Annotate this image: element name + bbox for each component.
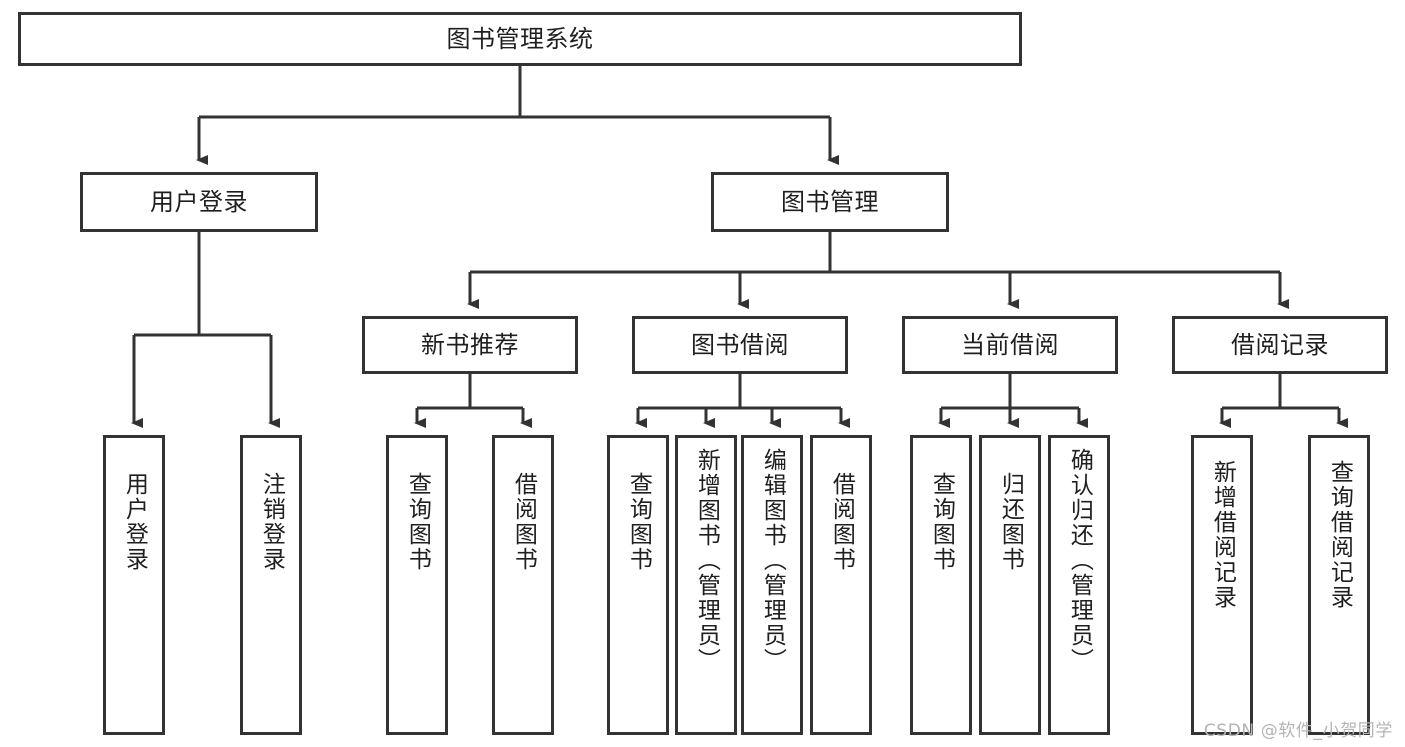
- leaf-book-borrow-0[interactable]: 查询图书: [607, 435, 669, 735]
- leaf-label: 查询图书: [404, 472, 431, 572]
- leaf-label: 注销登录: [258, 472, 285, 572]
- leaf-book-borrow-3[interactable]: 借阅图书: [810, 435, 872, 735]
- leaf-label: 查询借阅记录: [1326, 460, 1353, 610]
- leaf-user-login-1[interactable]: 注销登录: [240, 435, 302, 735]
- node-current-borrow-label: 当前借阅: [961, 330, 1059, 359]
- node-book-manage-label: 图书管理: [781, 187, 879, 216]
- node-root-label: 图书管理系统: [446, 24, 594, 53]
- leaf-label: 归还图书: [997, 472, 1024, 572]
- leaf-book-borrow-1[interactable]: 新增图书（管理员）: [675, 435, 737, 735]
- leaf-current-borrow-0[interactable]: 查询图书: [910, 435, 972, 735]
- node-new-book-recommend[interactable]: 新书推荐: [362, 316, 578, 374]
- node-user-login-label: 用户登录: [150, 187, 248, 216]
- node-book-borrow[interactable]: 图书借阅: [632, 316, 848, 374]
- leaf-label: 借阅图书: [828, 472, 855, 572]
- leaf-book-borrow-2[interactable]: 编辑图书（管理员）: [741, 435, 803, 735]
- leaf-new-book-rec-1[interactable]: 借阅图书: [492, 435, 554, 735]
- leaf-label: 新增借阅记录: [1209, 460, 1236, 610]
- leaf-label: 用户登录: [121, 472, 148, 572]
- leaf-user-login-0[interactable]: 用户登录: [103, 435, 165, 735]
- leaf-borrow-record-0[interactable]: 新增借阅记录: [1191, 435, 1253, 735]
- leaf-current-borrow-2[interactable]: 确认归还（管理员）: [1048, 435, 1110, 735]
- leaf-label: 查询图书: [625, 472, 652, 572]
- node-current-borrow[interactable]: 当前借阅: [902, 316, 1118, 374]
- leaf-current-borrow-1[interactable]: 归还图书: [979, 435, 1041, 735]
- node-borrow-record[interactable]: 借阅记录: [1172, 316, 1388, 374]
- node-user-login[interactable]: 用户登录: [80, 172, 318, 232]
- node-root[interactable]: 图书管理系统: [18, 12, 1022, 66]
- leaf-label: 新增图书（管理员）: [693, 448, 720, 673]
- node-borrow-record-label: 借阅记录: [1231, 330, 1329, 359]
- leaf-borrow-record-1[interactable]: 查询借阅记录: [1308, 435, 1370, 735]
- leaf-new-book-rec-0[interactable]: 查询图书: [386, 435, 448, 735]
- node-book-manage[interactable]: 图书管理: [711, 172, 949, 232]
- leaf-label: 查询图书: [928, 472, 955, 572]
- node-new-book-recommend-label: 新书推荐: [421, 330, 519, 359]
- watermark-text: CSDN @软件_小贺同学: [1203, 721, 1393, 741]
- leaf-label: 借阅图书: [510, 472, 537, 572]
- node-book-borrow-label: 图书借阅: [691, 330, 789, 359]
- leaf-label: 编辑图书（管理员）: [759, 448, 786, 673]
- leaf-label: 确认归还（管理员）: [1066, 448, 1093, 673]
